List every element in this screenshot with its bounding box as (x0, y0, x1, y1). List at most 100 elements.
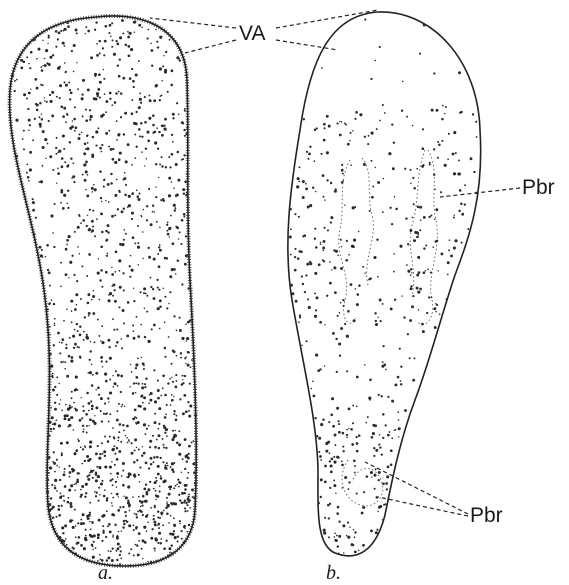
granule-dot (76, 542, 79, 545)
granule-dot (431, 109, 434, 112)
granule-dot (362, 506, 365, 509)
granule-dot (91, 299, 93, 301)
granule-dot (49, 367, 51, 369)
granule-dot (52, 232, 54, 234)
granule-dot (111, 493, 113, 495)
granule-dot (28, 92, 31, 95)
granule-dot (131, 99, 133, 101)
granule-dot (189, 404, 192, 407)
granule-dot (188, 524, 190, 526)
granule-dot (410, 274, 412, 276)
granule-dot (135, 528, 137, 530)
granule-dot (393, 141, 395, 143)
granule-dot (90, 528, 92, 530)
granule-dot (15, 119, 18, 122)
leader-va-a-upper (150, 18, 236, 28)
granule-dot (54, 479, 57, 482)
granule-dot (437, 157, 439, 159)
granule-dot (87, 478, 90, 481)
granule-dot (133, 525, 135, 527)
granule-dot (391, 223, 393, 225)
granule-dot (187, 401, 189, 403)
granule-dot (127, 301, 130, 304)
granule-dot (104, 403, 106, 405)
granule-dot (385, 424, 387, 426)
granule-dot (121, 531, 123, 533)
granule-dot (116, 486, 117, 487)
granule-dot (91, 155, 94, 158)
granule-dot (100, 245, 103, 248)
granule-dot (177, 260, 179, 262)
granule-dot (132, 392, 134, 394)
granule-dot (49, 326, 51, 328)
granule-dot (49, 155, 52, 158)
granule-dot (116, 493, 119, 496)
label-pbr-lower-group: Pbr (365, 462, 503, 527)
granule-dot (115, 370, 117, 372)
granule-dot (129, 265, 131, 267)
granule-dot (69, 406, 72, 409)
granule-dot (80, 544, 83, 547)
granule-dot (322, 246, 325, 249)
granule-dot (323, 123, 326, 126)
granule-dot (116, 43, 119, 46)
granule-dot (321, 67, 323, 69)
granule-dot (173, 487, 175, 489)
granule-dot (341, 121, 342, 122)
granule-dot (187, 287, 190, 290)
granule-dot (363, 491, 365, 493)
granule-dot (107, 525, 109, 527)
granule-dot (163, 125, 165, 127)
granule-dot (144, 121, 147, 124)
granule-dot (129, 565, 131, 567)
granule-dot (114, 445, 116, 447)
granule-dot (355, 111, 358, 114)
granule-dot (150, 277, 152, 279)
granule-dot (145, 500, 148, 503)
granule-dot (342, 432, 345, 435)
granule-dot (178, 494, 180, 496)
granule-dot (105, 230, 108, 233)
granule-dot (410, 285, 412, 287)
granule-dot (79, 334, 82, 337)
granule-dot (143, 396, 146, 399)
protonephridia-right (410, 150, 437, 325)
granule-dot (84, 179, 87, 182)
granule-dot (139, 93, 141, 95)
granule-dot (157, 253, 159, 255)
granule-dot (403, 316, 405, 318)
granule-dot (416, 274, 419, 277)
granule-dot (390, 464, 393, 467)
granule-dot (139, 405, 142, 408)
granule-dot (64, 62, 66, 64)
granule-dot (95, 130, 98, 133)
granule-dot (173, 187, 175, 189)
granule-dot (60, 191, 63, 194)
granule-dot (64, 28, 67, 31)
granule-dot (191, 441, 193, 443)
granule-dot (63, 495, 65, 497)
granule-dot (104, 93, 106, 95)
granule-dot (138, 532, 141, 535)
granule-dot (341, 164, 343, 166)
granule-dot (80, 489, 82, 491)
granule-dot (94, 188, 97, 191)
granule-dot (181, 283, 183, 285)
granule-dot (166, 501, 167, 502)
granule-dot (183, 154, 185, 156)
granule-dot (124, 406, 126, 408)
granule-dot (162, 558, 164, 560)
granule-dot (433, 307, 436, 310)
granule-dot (95, 479, 98, 482)
granule-dot (157, 287, 159, 289)
granule-dot (48, 456, 51, 459)
granule-dot (171, 468, 174, 471)
granule-dot (114, 101, 117, 104)
granule-dot (174, 536, 177, 539)
granule-dot (417, 206, 420, 209)
granule-dot (416, 287, 419, 290)
granule-dot (75, 536, 77, 538)
granule-dot (390, 449, 393, 452)
granule-dot (330, 413, 333, 416)
granule-dot (121, 347, 123, 349)
